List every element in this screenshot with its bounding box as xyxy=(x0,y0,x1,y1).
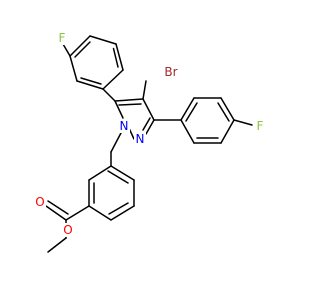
atom-label-background xyxy=(134,132,146,146)
atom-label-background xyxy=(56,31,68,45)
atom-o-ester: O xyxy=(63,223,72,237)
atom-n2: N xyxy=(136,132,145,146)
atom-label-background xyxy=(118,119,130,133)
atom-f-top: F xyxy=(59,31,66,45)
atom-label-background xyxy=(161,65,181,79)
atom-o-carbonyl: O xyxy=(35,195,44,209)
bond-lines xyxy=(45,35,253,253)
atom-f-right: F xyxy=(257,119,264,133)
atom-label-background xyxy=(34,195,46,209)
atom-label-background xyxy=(254,119,266,133)
atom-br: Br xyxy=(164,65,177,79)
atom-n1: N xyxy=(120,119,129,133)
atom-label-background xyxy=(62,223,74,237)
